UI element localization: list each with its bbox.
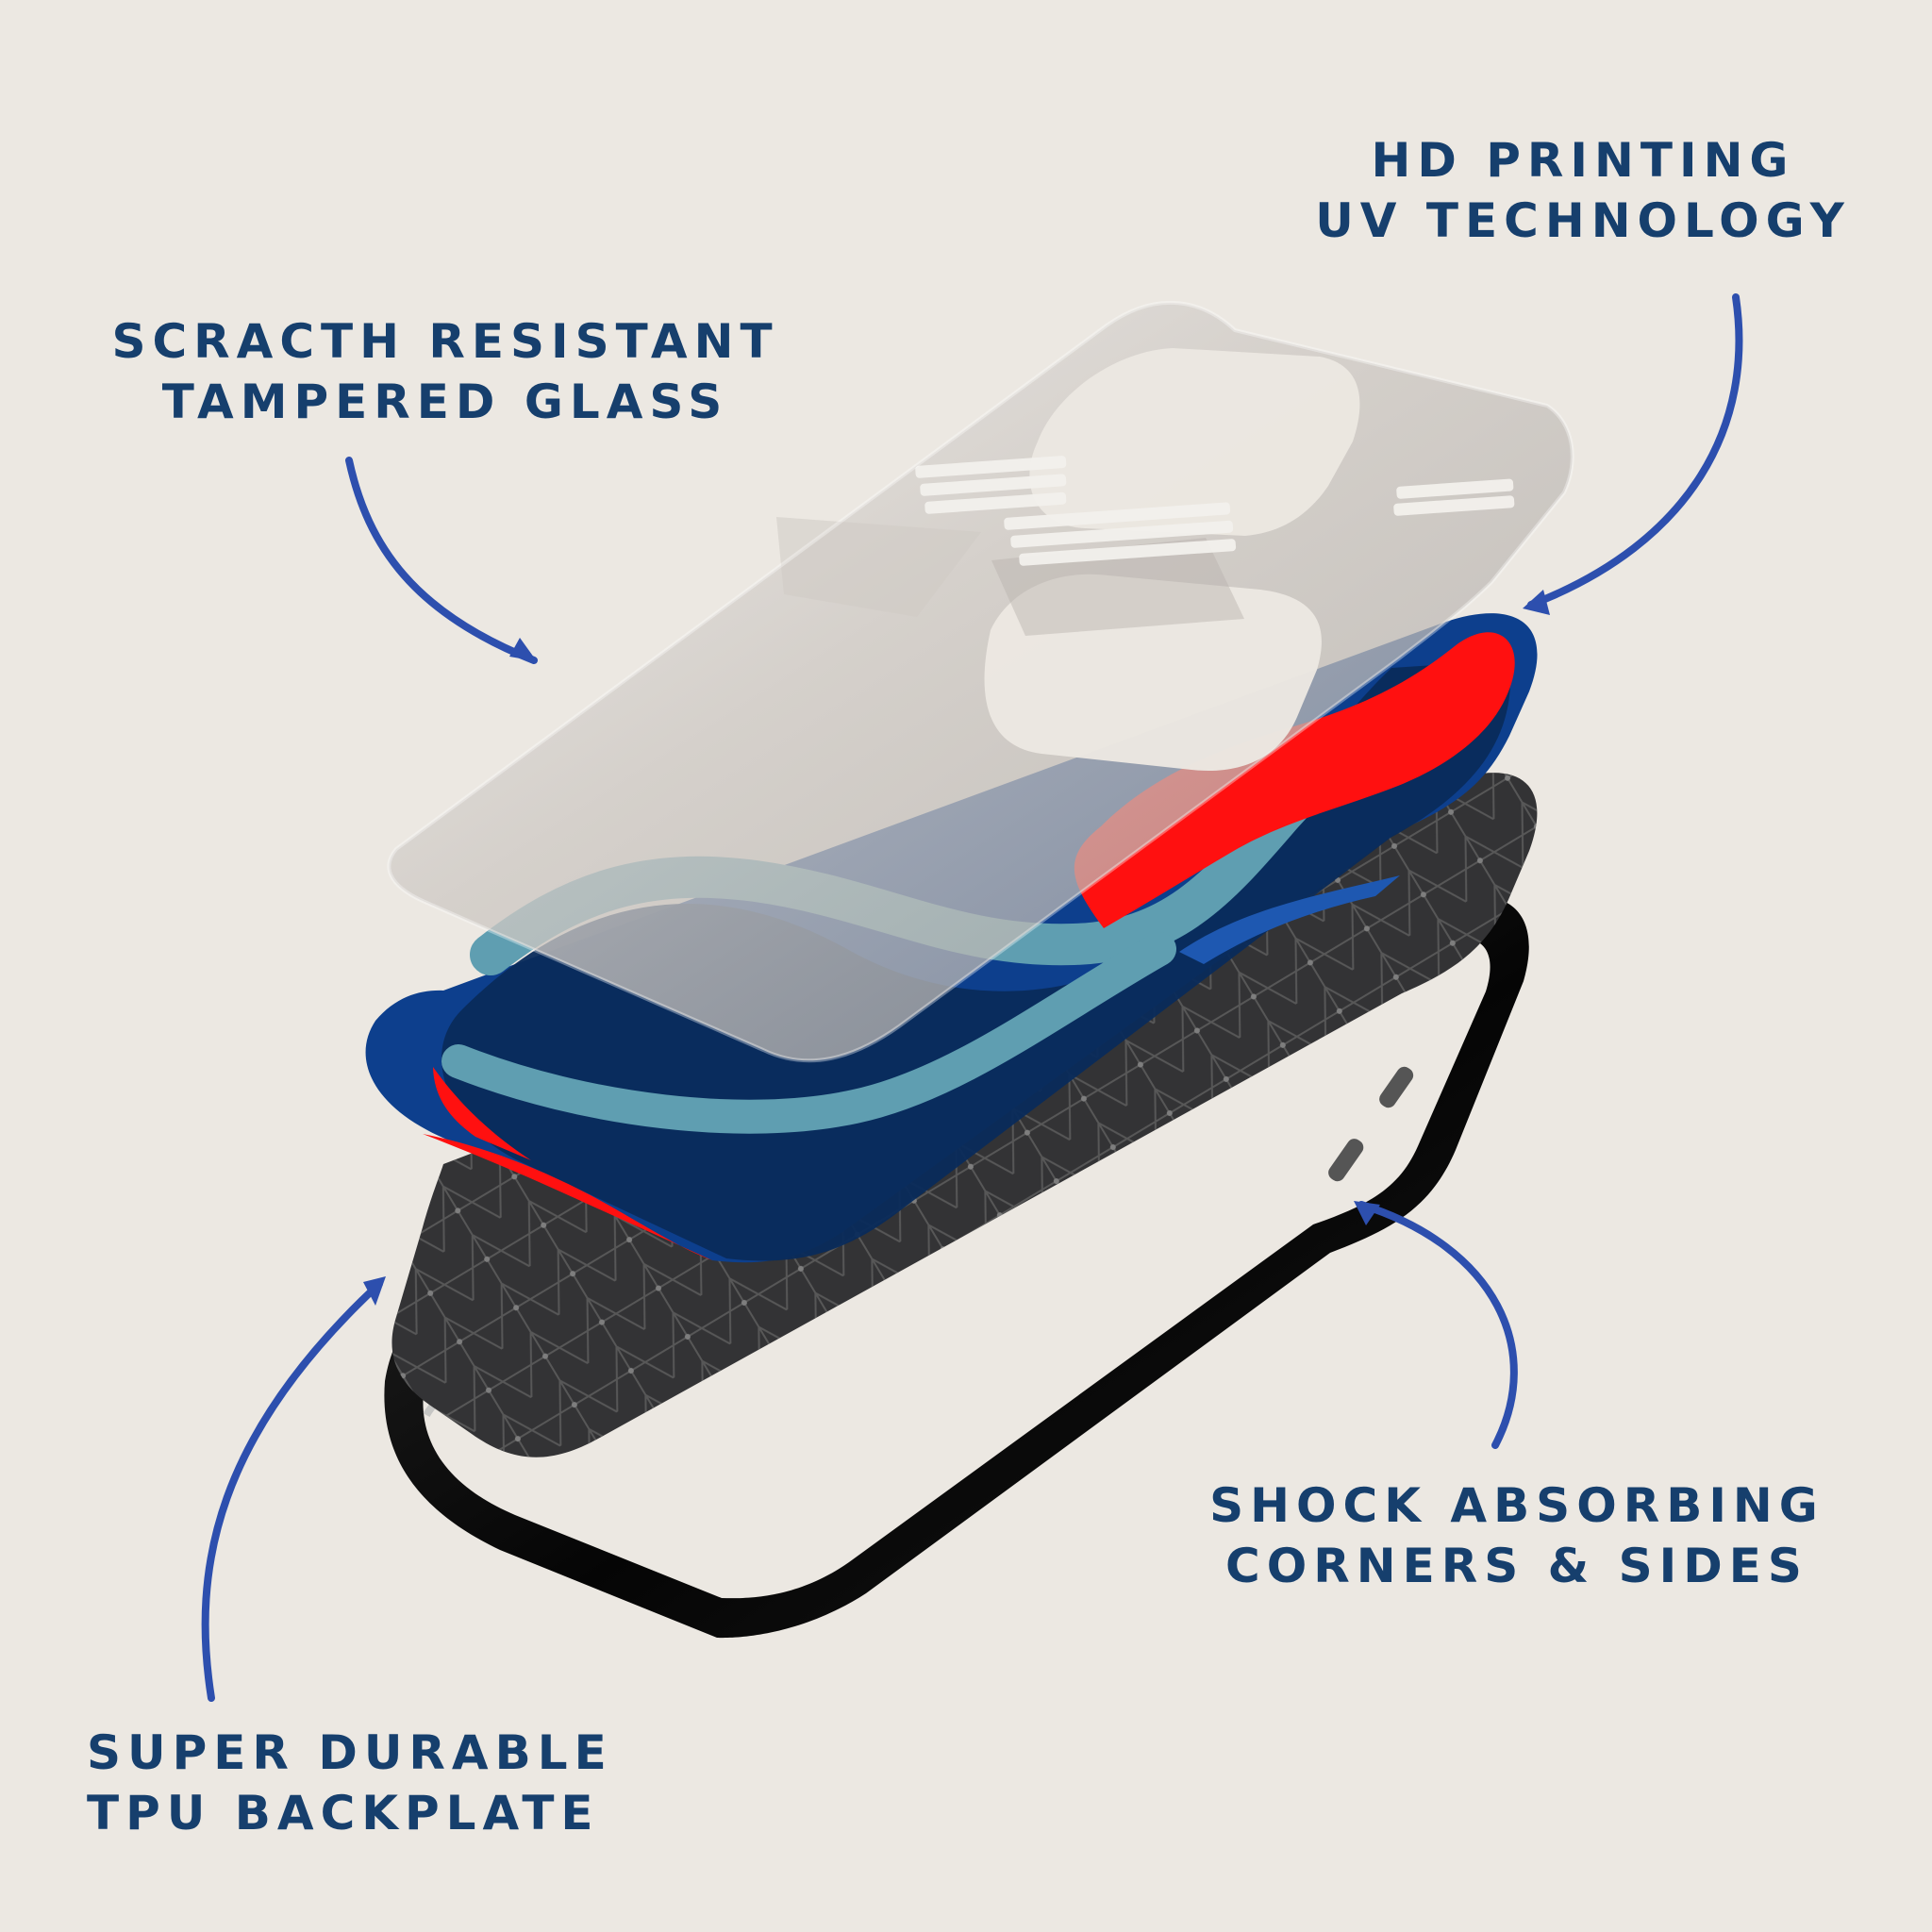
arrow-to-backplate-icon [201, 1280, 383, 1702]
shock-absorbing-label-line-2: CORNERS & SIDES [1225, 1539, 1808, 1593]
tpu-backplate-label-line-2: TPU BACKPLATE [87, 1786, 600, 1840]
shock-absorbing-label: SHOCK ABSORBING CORNERS & SIDES [1206, 1475, 1828, 1596]
arrow-to-print-icon [1527, 293, 1743, 608]
tempered-glass-panel [387, 300, 1574, 1063]
uv-printing-label-line-2: UV TECHNOLOGY [1315, 193, 1851, 248]
uv-printing-label: HD PRINTING UV TECHNOLOGY [1300, 130, 1866, 251]
shock-absorbing-label-line-1: SHOCK ABSORBING [1209, 1478, 1824, 1533]
arrow-to-glass-icon [345, 457, 538, 664]
uv-printing-label-line-1: HD PRINTING [1371, 133, 1795, 188]
bumper-frame [384, 895, 1529, 1639]
arrow-to-bumper-icon [1357, 1201, 1518, 1449]
tpu-backplate-label: SUPER DURABLE TPU BACKPLATE [87, 1723, 709, 1843]
scratch-resistant-label-line-1: SCRACTH RESISTANT [111, 314, 779, 369]
scratch-resistant-label-line-2: TAMPERED GLASS [161, 375, 729, 429]
tpu-backplate-label-line-1: SUPER DURABLE [87, 1725, 613, 1780]
scratch-resistant-glass-label: SCRACTH RESISTANT TAMPERED GLASS [106, 311, 785, 432]
